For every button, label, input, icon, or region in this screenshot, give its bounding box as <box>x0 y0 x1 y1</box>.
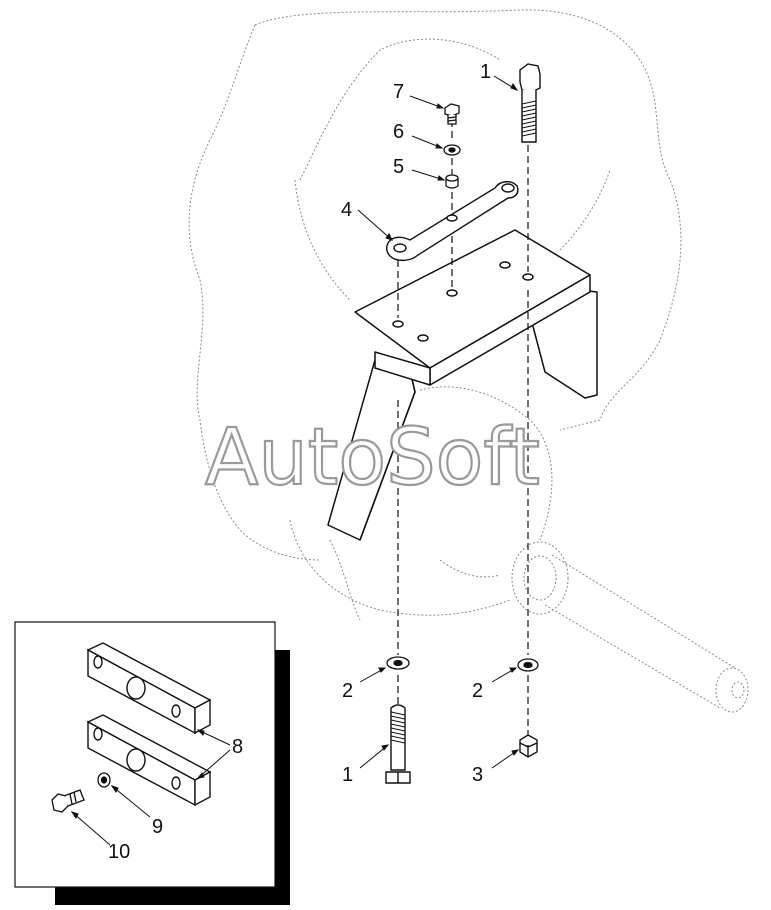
callout-2-right: 2 <box>472 680 483 702</box>
callout-1-top: 1 <box>480 61 491 83</box>
mounting-bracket <box>327 229 598 541</box>
nut-part-3 <box>519 734 538 758</box>
callout-6: 6 <box>393 121 404 143</box>
callout-5: 5 <box>393 156 404 178</box>
inset-bolt-part-10 <box>51 789 85 813</box>
washer-part-6 <box>443 144 461 156</box>
strap-part-4 <box>385 181 519 262</box>
small-bolt-part-7 <box>444 103 460 125</box>
top-bolt-part-1 <box>519 63 541 143</box>
callout-4: 4 <box>341 199 352 221</box>
callout-9: 9 <box>152 816 163 838</box>
background-housing-outline <box>188 9 682 561</box>
leader-lines <box>357 75 520 769</box>
spacer-part-5 <box>445 174 459 189</box>
callout-3: 3 <box>472 764 483 786</box>
washer-part-2-left <box>386 656 410 670</box>
spacer-block-upper-part-8 <box>86 642 212 735</box>
callout-10: 10 <box>108 841 130 863</box>
callout-7: 7 <box>393 81 404 103</box>
inset-washer-part-9 <box>97 772 111 788</box>
bottom-bolt-part-1 <box>385 704 411 784</box>
background-axle-outline <box>289 386 749 713</box>
spacer-block-lower-part-8 <box>86 714 212 807</box>
callout-2-left: 2 <box>342 680 353 702</box>
callout-labels: 1 7 6 5 4 2 2 1 3 8 9 10 <box>108 61 491 863</box>
callout-8: 8 <box>232 736 243 758</box>
washer-part-2-right <box>517 658 539 672</box>
autosoft-watermark: AutoSoft <box>205 413 540 503</box>
callout-1-bottom: 1 <box>342 764 353 786</box>
inset-leader-lines <box>70 729 231 846</box>
assembly-centerlines <box>397 120 529 735</box>
